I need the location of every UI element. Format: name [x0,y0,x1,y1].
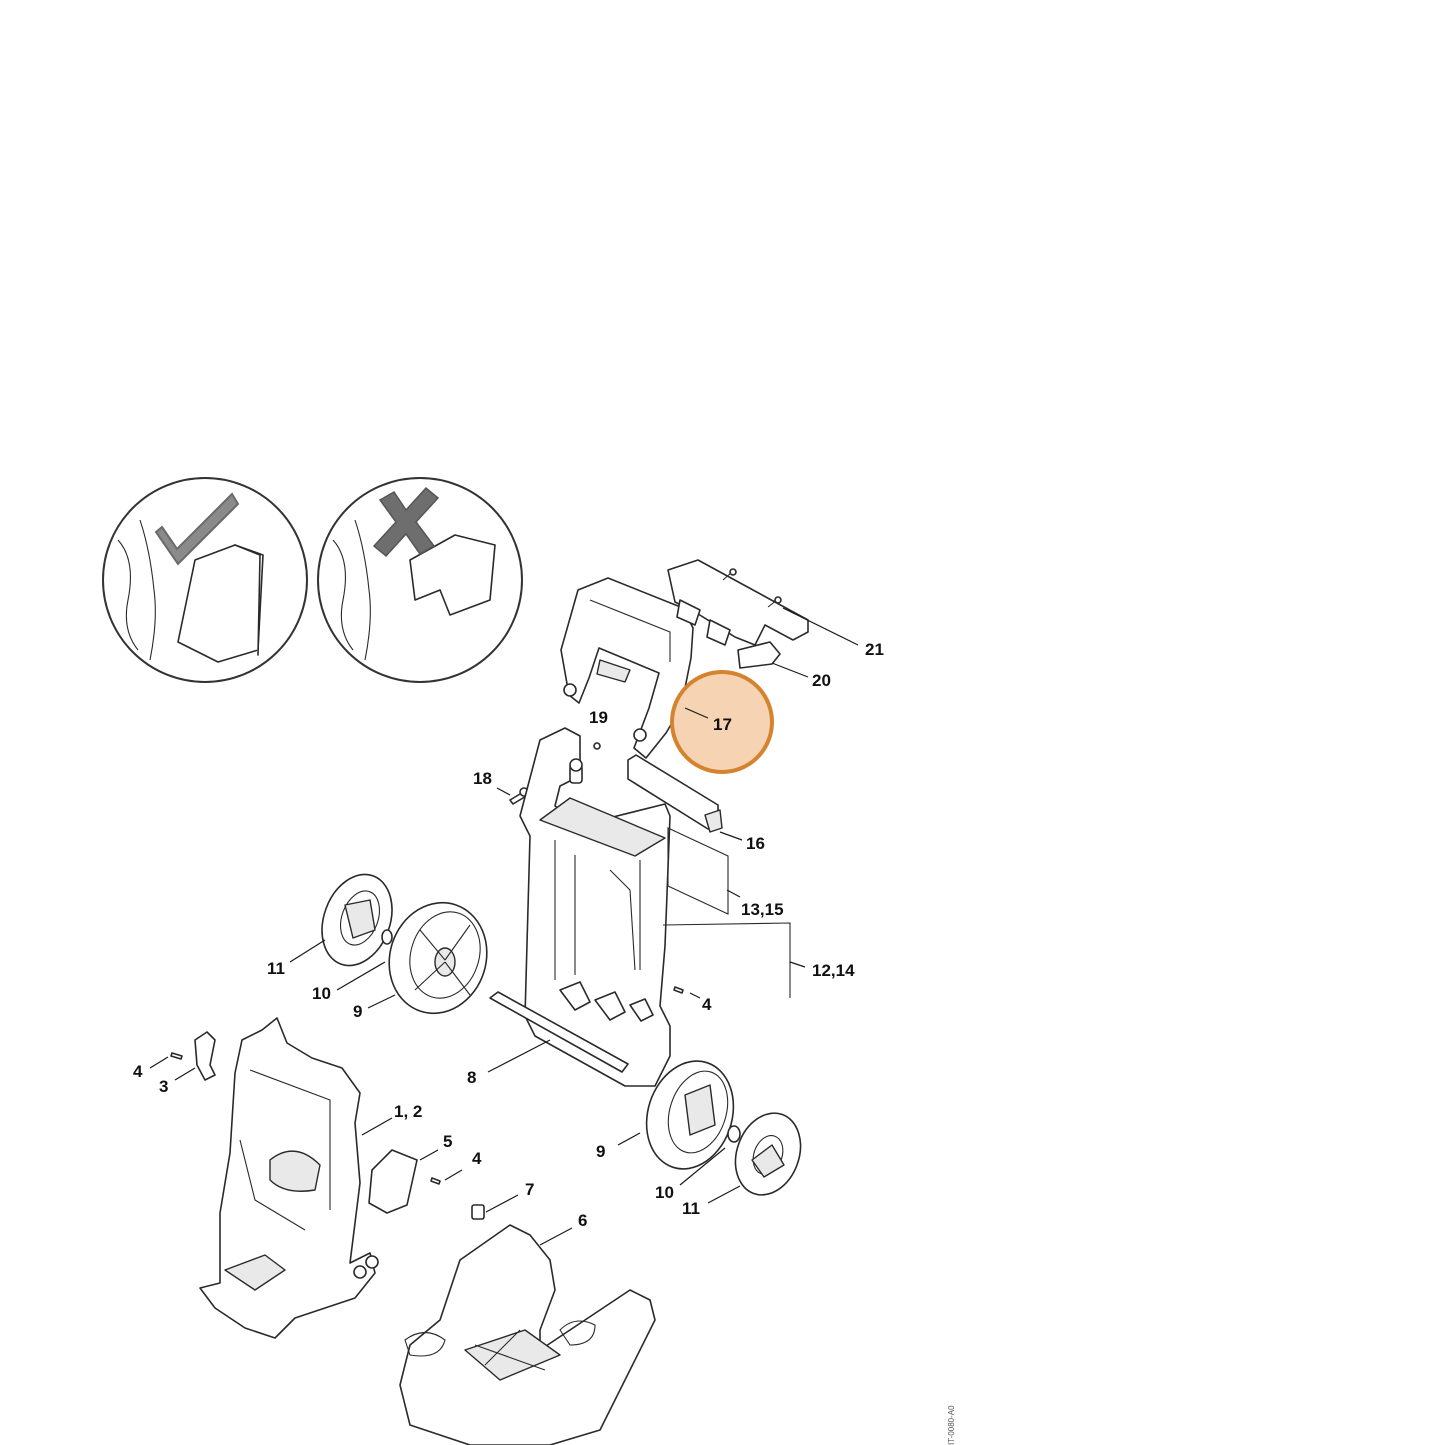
part-screw-4-left [170,1052,183,1060]
part-wheel-left [388,901,488,1015]
inset-correct-mounting [102,477,308,683]
callout-1-2: 1, 2 [394,1102,422,1121]
callout-7: 7 [525,1180,534,1199]
leader-lines [149,607,859,1246]
callout-4-lower: 4 [472,1149,482,1168]
inset-wrong-mounting [317,477,523,683]
part-base [399,1224,656,1445]
drawing-number: IT-0080-A0 [947,1405,956,1445]
x-mark-icon [372,486,440,558]
part-clip-3 [194,1031,216,1081]
callout-11-left: 11 [267,959,285,978]
leader-17 [684,707,709,719]
part-front-housing [199,1017,379,1339]
callout-16: 16 [746,834,765,853]
callout-11-right: 11 [682,1199,700,1218]
callout-4-right: 4 [702,995,712,1014]
part-screws-21 [722,568,782,608]
callout-18: 18 [473,769,492,788]
callout-6: 6 [578,1211,587,1230]
callout-4-left: 4 [133,1062,143,1081]
callout-labels: 21 20 17 19 18 16 13,15 12,14 11 10 9 4 … [133,640,884,1230]
callout-9-left: 9 [353,1002,362,1021]
part-wheel-right [645,1060,735,1170]
part-hose-guide [627,754,723,833]
part-screw-19 [593,742,601,750]
callout-10-left: 10 [312,984,331,1003]
part-handle [560,577,694,759]
callout-21: 21 [865,640,884,659]
part-cover-5 [368,1149,418,1214]
part-washer-right [727,1125,741,1143]
part-hub-cap-left [321,873,393,967]
part-rear-frame [519,727,671,1087]
callout-10-right: 10 [655,1183,674,1202]
part-cable-hook-bracket [667,559,809,669]
callout-17: 17 [713,715,732,734]
callout-20: 20 [812,671,831,690]
callout-8: 8 [467,1068,476,1087]
callout-5: 5 [443,1132,452,1151]
part-axle [489,991,629,1073]
part-screw-4-right [673,986,684,994]
part-clip-7 [471,1204,485,1220]
callout-3: 3 [159,1077,168,1096]
callout-19: 19 [589,708,608,727]
check-mark-icon [154,492,240,566]
part-hub-cap-right [734,1112,802,1196]
callout-9-right: 9 [596,1142,605,1161]
part-sticker-12-14 [662,922,791,998]
callout-12-14: 12,14 [812,961,855,980]
part-sticker-13-15 [667,827,729,915]
part-washer-left [381,929,393,945]
callout-13-15: 13,15 [741,900,784,919]
part-screw-4-lower [430,1177,441,1185]
highlight-circle-17 [670,670,774,774]
